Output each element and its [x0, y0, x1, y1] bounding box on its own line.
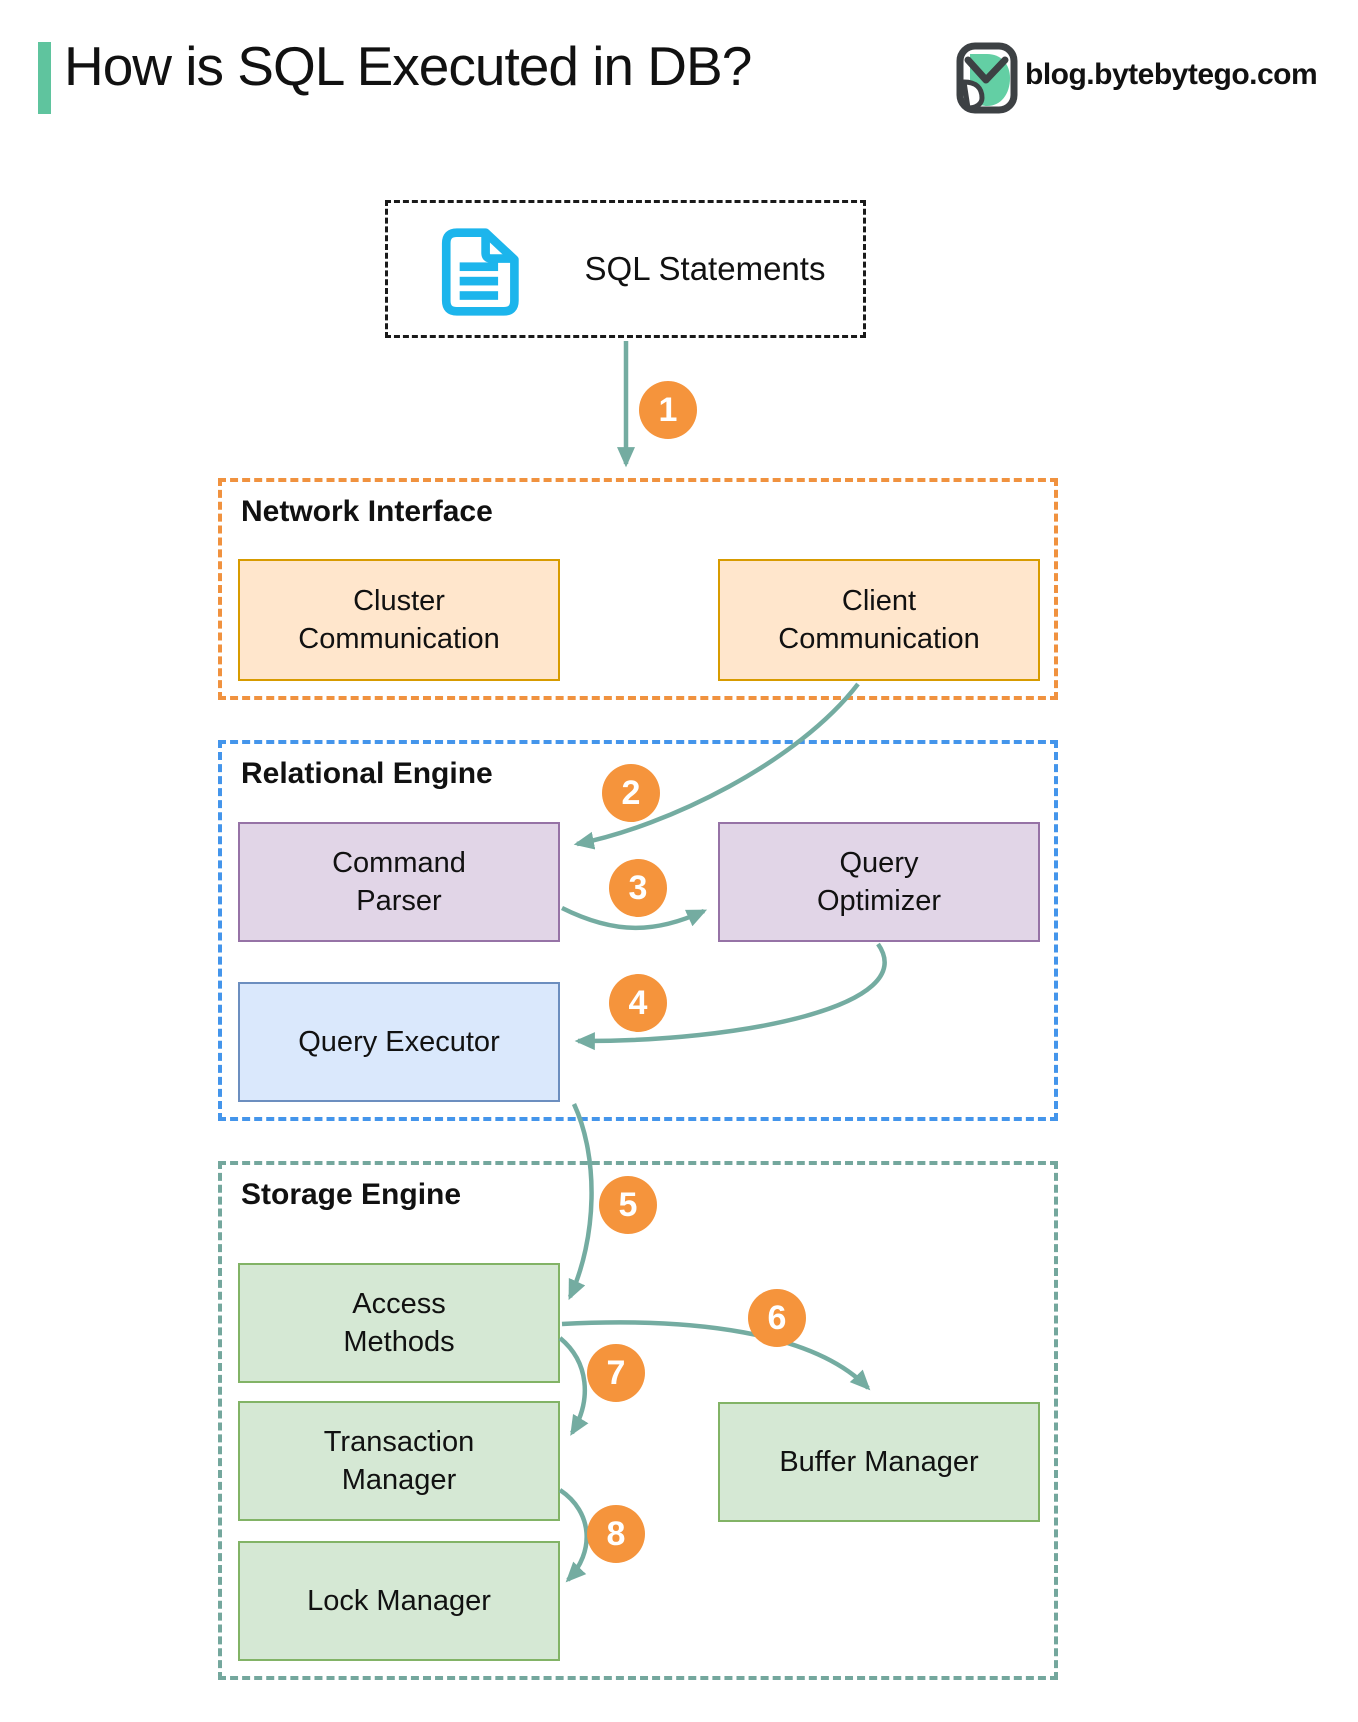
access-methods-box: Access Methods [238, 1263, 560, 1383]
brand-url: blog.bytebytego.com [1025, 58, 1318, 91]
relational-engine-title: Relational Engine [241, 757, 493, 790]
step-badge-1: 1 [639, 381, 697, 439]
cluster-communication-box: Cluster Communication [238, 559, 560, 681]
lock-manager-box: Lock Manager [238, 1541, 560, 1661]
network-interface-title: Network Interface [241, 495, 493, 528]
step-badge-5: 5 [599, 1176, 657, 1234]
command-parser-box: Command Parser [238, 822, 560, 942]
transaction-manager-box: Transaction Manager [238, 1401, 560, 1521]
step-badge-3: 3 [609, 859, 667, 917]
storage-engine-title: Storage Engine [241, 1178, 462, 1211]
step-badge-7: 7 [587, 1344, 645, 1402]
step-badge-6: 6 [748, 1289, 806, 1347]
sql-statements-label: SQL Statements [584, 250, 826, 287]
query-executor-box: Query Executor [238, 982, 560, 1102]
bytebytego-logo-icon [956, 42, 1018, 114]
step-badge-8: 8 [587, 1505, 645, 1563]
storage-engine-section: Storage Engine [218, 1161, 1058, 1680]
query-optimizer-box: Query Optimizer [718, 822, 1040, 942]
sql-statements-box: SQL Statements [385, 200, 866, 338]
step-badge-2: 2 [602, 764, 660, 822]
title-accent-bar [38, 42, 51, 114]
document-icon [441, 228, 519, 316]
step-badge-4: 4 [609, 974, 667, 1032]
page-title: How is SQL Executed in DB? [64, 35, 752, 97]
client-communication-box: Client Communication [718, 559, 1040, 681]
buffer-manager-box: Buffer Manager [718, 1402, 1040, 1522]
